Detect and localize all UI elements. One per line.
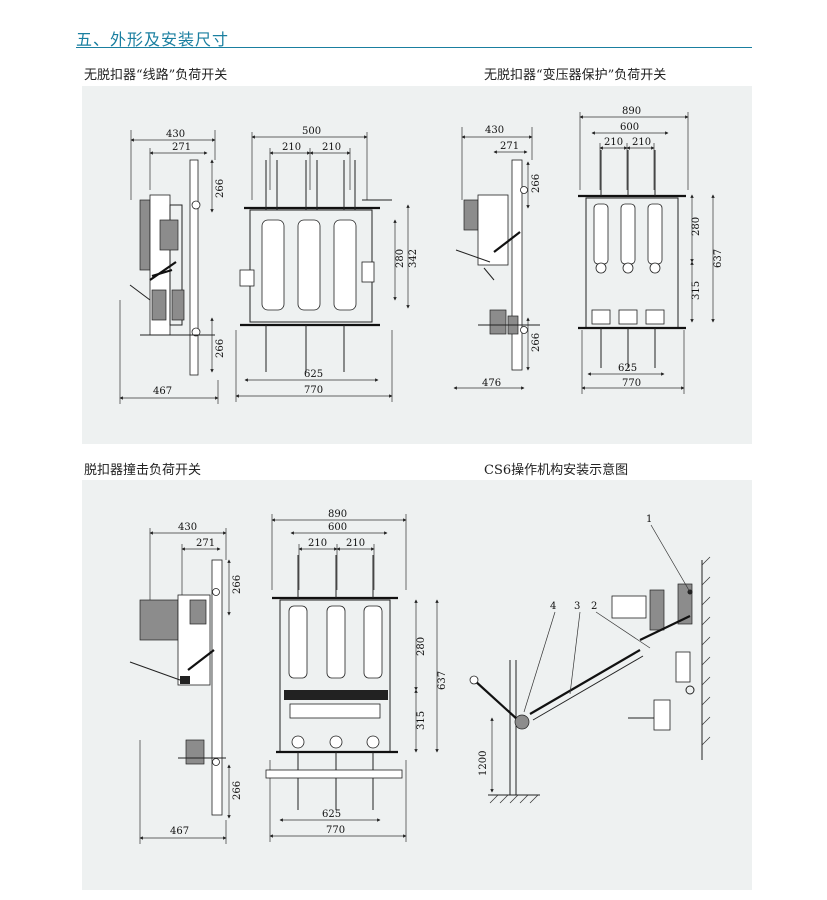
dim-315: 315 [416, 711, 427, 730]
callout-4: 4 [550, 601, 556, 612]
dim-210-left: 210 [308, 538, 327, 549]
dim-266-bottom: 266 [215, 339, 226, 358]
dim-280: 280 [416, 637, 427, 656]
dim-625: 625 [322, 809, 341, 820]
dim-280: 280 [395, 249, 406, 268]
dim-625: 625 [618, 363, 637, 374]
dim-271: 271 [196, 538, 215, 549]
dim-210-right: 210 [632, 137, 651, 148]
dim-637: 637 [713, 249, 724, 268]
striker-switch-side-view: 430 271 266 266 467 [129, 522, 243, 844]
panel-label-line-switch: 无脱扣器“线路”负荷开关 [84, 68, 228, 83]
dim-1200: 1200 [478, 751, 489, 776]
dim-210-left: 210 [282, 142, 301, 153]
callout-3: 3 [574, 601, 580, 612]
dim-770: 770 [622, 378, 641, 389]
callout-2: 2 [591, 601, 597, 612]
dim-210-left: 210 [604, 137, 623, 148]
transformer-switch-side-view: 430 271 266 266 476 [453, 125, 542, 390]
striker-switch-front-view: 890 600 210 210 280 637 315 625 770 [265, 509, 448, 842]
panel-label-striker-switch: 脱扣器撞击负荷开关 [84, 463, 202, 478]
cs6-mechanism-diagram: 1200 1 2 3 4 [469, 514, 711, 804]
page-title: 五、外形及安装尺寸 [76, 30, 230, 49]
transformer-switch-front-view: 890 600 210 210 280 637 315 625 770 [578, 106, 724, 394]
panel-label-cs6-mechanism: CS6操作机构安装示意图 [484, 463, 629, 478]
dim-266-bottom: 266 [232, 781, 243, 800]
dim-476: 476 [482, 378, 501, 389]
callout-1: 1 [646, 514, 652, 525]
dim-637: 637 [437, 671, 448, 690]
line-switch-side-view: 430 271 266 266 467 [119, 129, 226, 404]
dim-500: 500 [302, 126, 321, 137]
dim-266-top: 266 [531, 174, 542, 193]
dim-467: 467 [170, 826, 189, 837]
dim-266-top: 266 [232, 575, 243, 594]
line-switch-front-view: 500 210 210 280 342 625 770 [235, 126, 419, 402]
dim-271: 271 [500, 141, 519, 152]
dim-430: 430 [178, 522, 197, 533]
dim-210-right: 210 [322, 142, 341, 153]
dim-600: 600 [328, 522, 347, 533]
dim-266-bottom: 266 [531, 333, 542, 352]
dim-342: 342 [408, 249, 419, 268]
title-divider [76, 47, 752, 48]
dim-271: 271 [172, 142, 191, 153]
dim-770: 770 [326, 825, 345, 836]
dim-430: 430 [485, 125, 504, 136]
dim-890: 890 [622, 106, 641, 117]
dim-600: 600 [620, 122, 639, 133]
dim-625: 625 [304, 369, 323, 380]
dim-315: 315 [691, 281, 702, 300]
dim-770: 770 [304, 385, 323, 396]
dim-210-right: 210 [346, 538, 365, 549]
dim-890: 890 [328, 509, 347, 520]
dim-430: 430 [166, 129, 185, 140]
dim-266-top: 266 [215, 179, 226, 198]
panel-label-transformer-switch: 无脱扣器“变压器保护”负荷开关 [484, 68, 667, 83]
dim-280: 280 [691, 217, 702, 236]
dim-467: 467 [153, 386, 172, 397]
